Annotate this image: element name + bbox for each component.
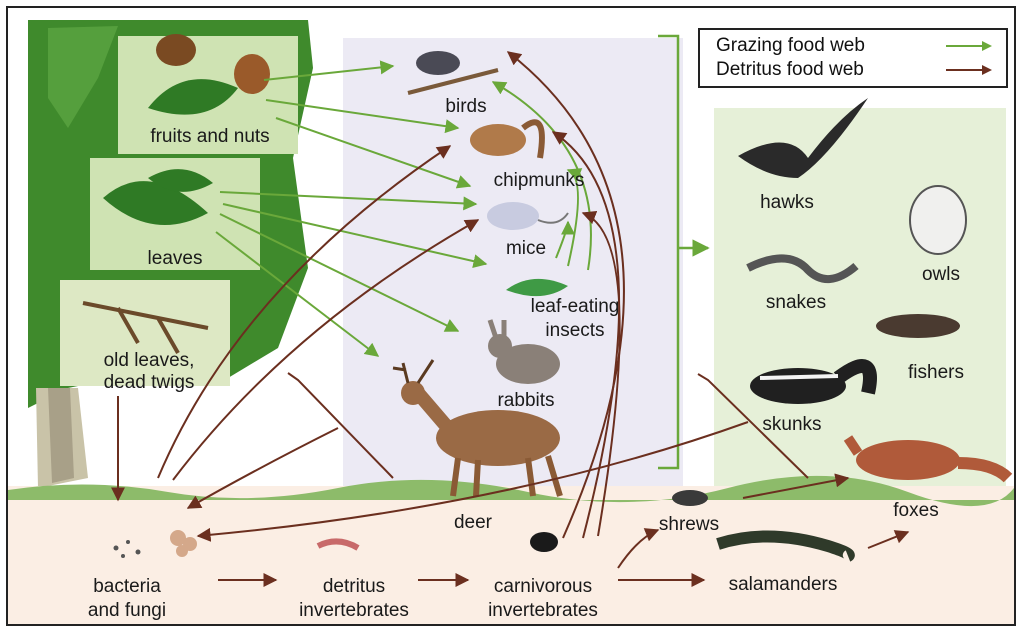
label-dead-twigs: dead twigs — [64, 372, 234, 393]
label-snakes: snakes — [748, 292, 844, 313]
label-bacteria: bacteria — [72, 576, 182, 597]
label-salamanders: salamanders — [708, 574, 858, 595]
label-detritus: detritus — [284, 576, 424, 597]
owl-drawing — [910, 186, 966, 254]
label-chipmunks: chipmunks — [474, 170, 604, 191]
label-rabbits: rabbits — [476, 390, 576, 411]
legend-grazing-arrow-icon — [944, 35, 994, 57]
legend-grazing: Grazing food web — [716, 35, 865, 57]
label-shrews: shrews — [644, 514, 734, 535]
label-foxes: foxes — [876, 500, 956, 521]
label-old-leaves: old leaves, — [64, 350, 234, 371]
label-mice: mice — [486, 238, 566, 259]
label-fruits-and-nuts: fruits and nuts — [122, 126, 298, 147]
label-detritus-invertebrates: invertebrates — [284, 600, 424, 621]
label-deer: deer — [438, 512, 508, 533]
label-leaf-eating: leaf-eating — [510, 296, 640, 317]
label-birds: birds — [426, 96, 506, 117]
fisher-drawing — [876, 314, 960, 338]
food-web-figure: fruits and nuts leaves old leaves, dead … — [6, 6, 1016, 626]
label-skunks: skunks — [744, 414, 840, 435]
legend: Grazing food web Detritus food web — [698, 28, 1008, 88]
label-carnivorous: carnivorous — [468, 576, 618, 597]
label-insects: insects — [510, 320, 640, 341]
beetle-drawing — [530, 532, 558, 552]
legend-detritus-arrow-icon — [944, 59, 994, 81]
label-fishers: fishers — [886, 362, 986, 383]
label-carnivorous-invertebrates: invertebrates — [468, 600, 618, 621]
label-hawks: hawks — [742, 192, 832, 213]
label-leaves: leaves — [120, 248, 230, 269]
shrew-drawing — [672, 490, 708, 506]
legend-detritus: Detritus food web — [716, 59, 864, 81]
label-and-fungi: and fungi — [72, 600, 182, 621]
label-owls: owls — [906, 264, 976, 285]
